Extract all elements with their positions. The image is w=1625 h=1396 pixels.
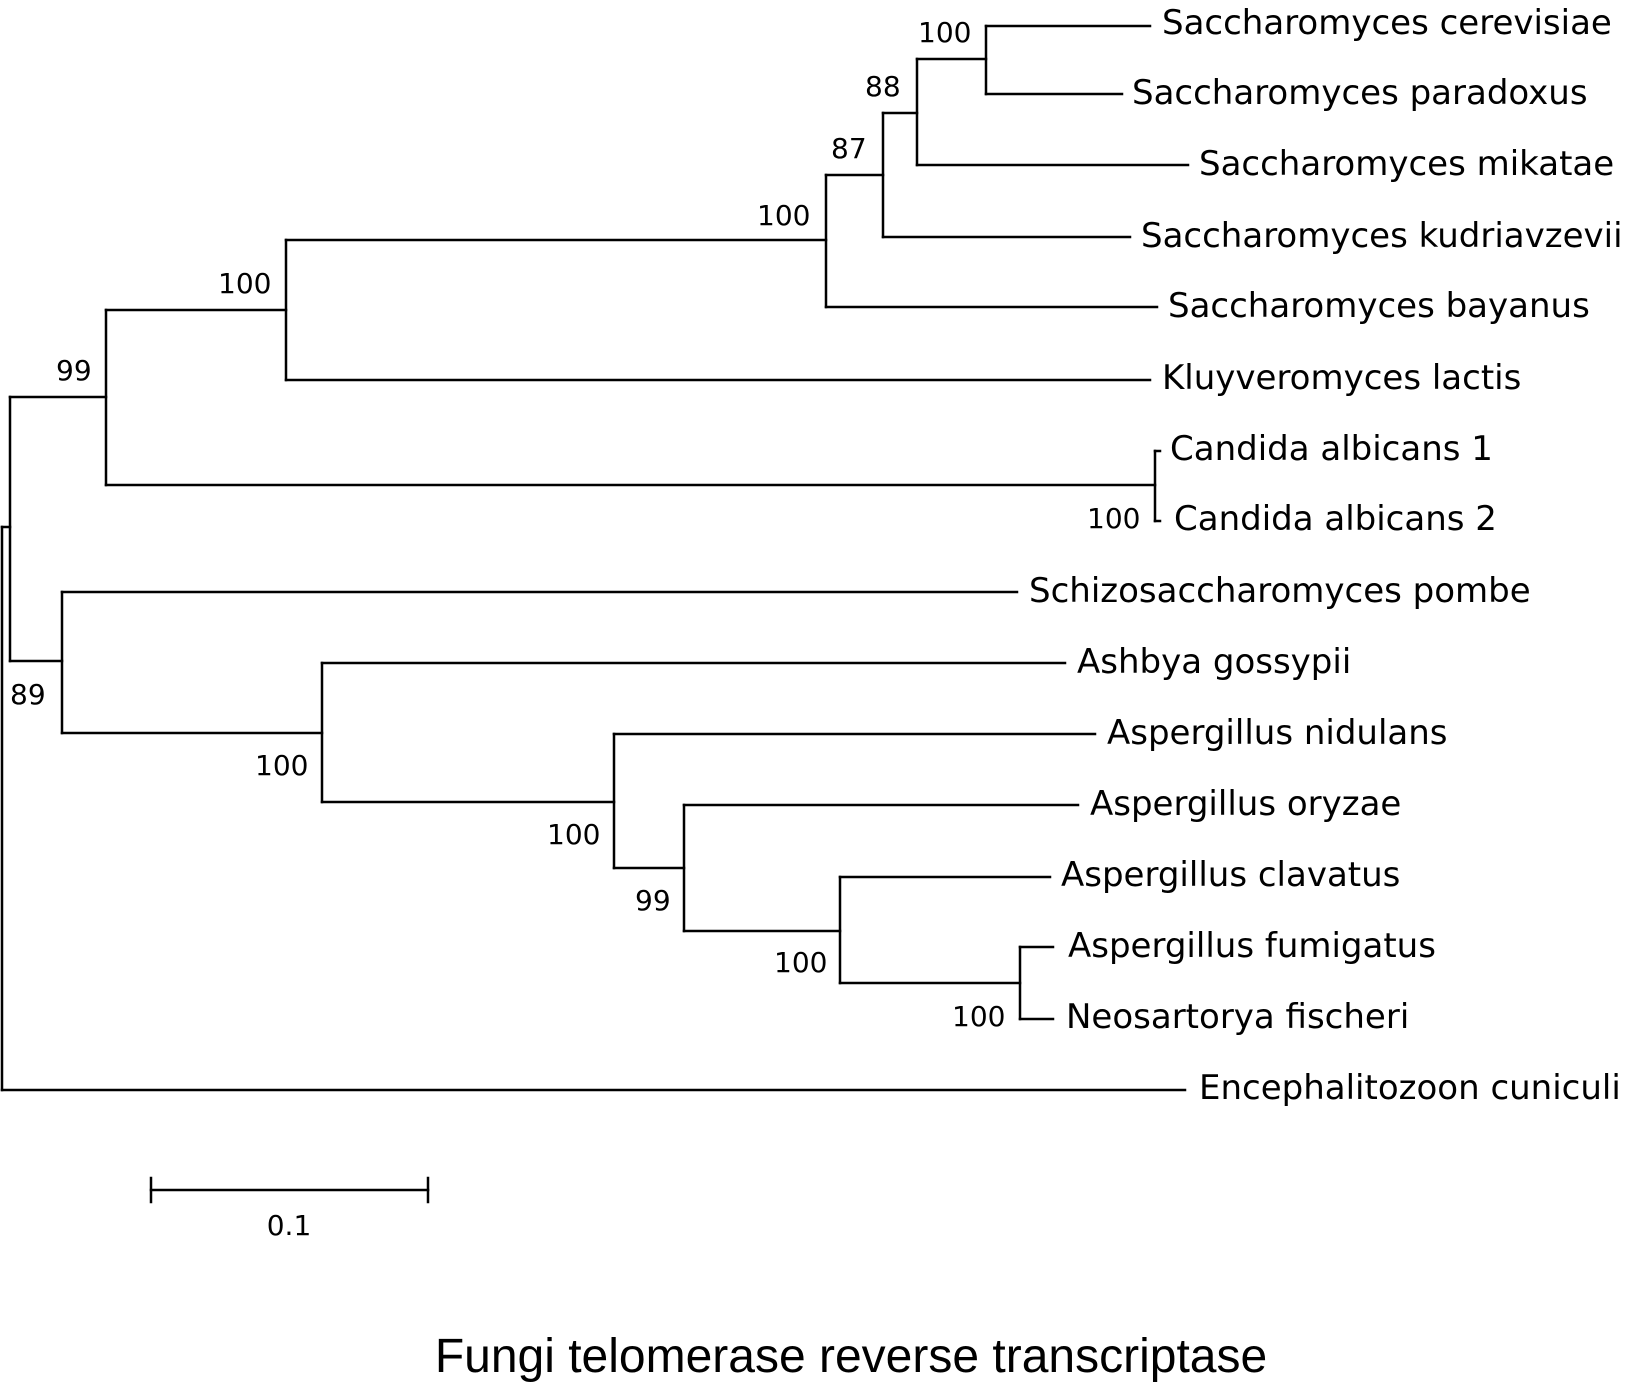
figure-caption: Fungi telomerase reverse transcriptase xyxy=(435,1330,1267,1383)
taxon-label: Neosartorya fischeri xyxy=(1066,997,1409,1037)
bootstrap-value: 100 xyxy=(952,1000,1005,1033)
taxon-label: Candida albicans 1 xyxy=(1170,429,1493,469)
bootstrap-value: 88 xyxy=(865,70,901,103)
taxon-label: Saccharomyces bayanus xyxy=(1168,286,1590,326)
taxon-label: Aspergillus nidulans xyxy=(1107,713,1448,753)
bootstrap-value: 87 xyxy=(831,132,867,165)
taxon-label: Saccharomyces cerevisiae xyxy=(1162,3,1612,43)
taxon-label: Aspergillus fumigatus xyxy=(1068,926,1436,966)
taxon-label: Encephalitozoon cuniculi xyxy=(1199,1068,1621,1108)
taxon-label: Aspergillus clavatus xyxy=(1061,855,1400,895)
bootstrap-value: 100 xyxy=(1087,502,1140,535)
bootstrap-value: 89 xyxy=(10,678,46,711)
bootstrap-value: 100 xyxy=(918,16,971,49)
taxon-label: Saccharomyces kudriavzevii xyxy=(1141,216,1623,256)
taxon-labels: Saccharomyces cerevisiae Saccharomyces p… xyxy=(1029,3,1623,1108)
taxon-label: Schizosaccharomyces pombe xyxy=(1029,571,1531,611)
taxon-label: Candida albicans 2 xyxy=(1174,499,1497,539)
bootstrap-values: 100 88 87 100 100 99 100 89 100 100 99 1… xyxy=(10,16,1140,1033)
scale-bar: 0.1 xyxy=(149,1176,430,1242)
taxon-label: Ashbya gossypii xyxy=(1077,642,1351,682)
bootstrap-value: 100 xyxy=(255,749,308,782)
taxon-label: Saccharomyces paradoxus xyxy=(1132,73,1588,113)
scale-bar-label: 0.1 xyxy=(267,1209,312,1242)
bootstrap-value: 100 xyxy=(218,267,271,300)
bootstrap-value: 100 xyxy=(757,199,810,232)
bootstrap-value: 99 xyxy=(56,354,92,387)
taxon-label: Saccharomyces mikatae xyxy=(1199,144,1614,184)
bootstrap-value: 100 xyxy=(774,946,827,979)
taxon-label: Aspergillus oryzae xyxy=(1090,784,1401,824)
bootstrap-value: 99 xyxy=(635,884,671,917)
taxon-label: Kluyveromyces lactis xyxy=(1162,358,1521,398)
tree-branches xyxy=(0,24,1190,1092)
bootstrap-value: 100 xyxy=(547,818,600,851)
